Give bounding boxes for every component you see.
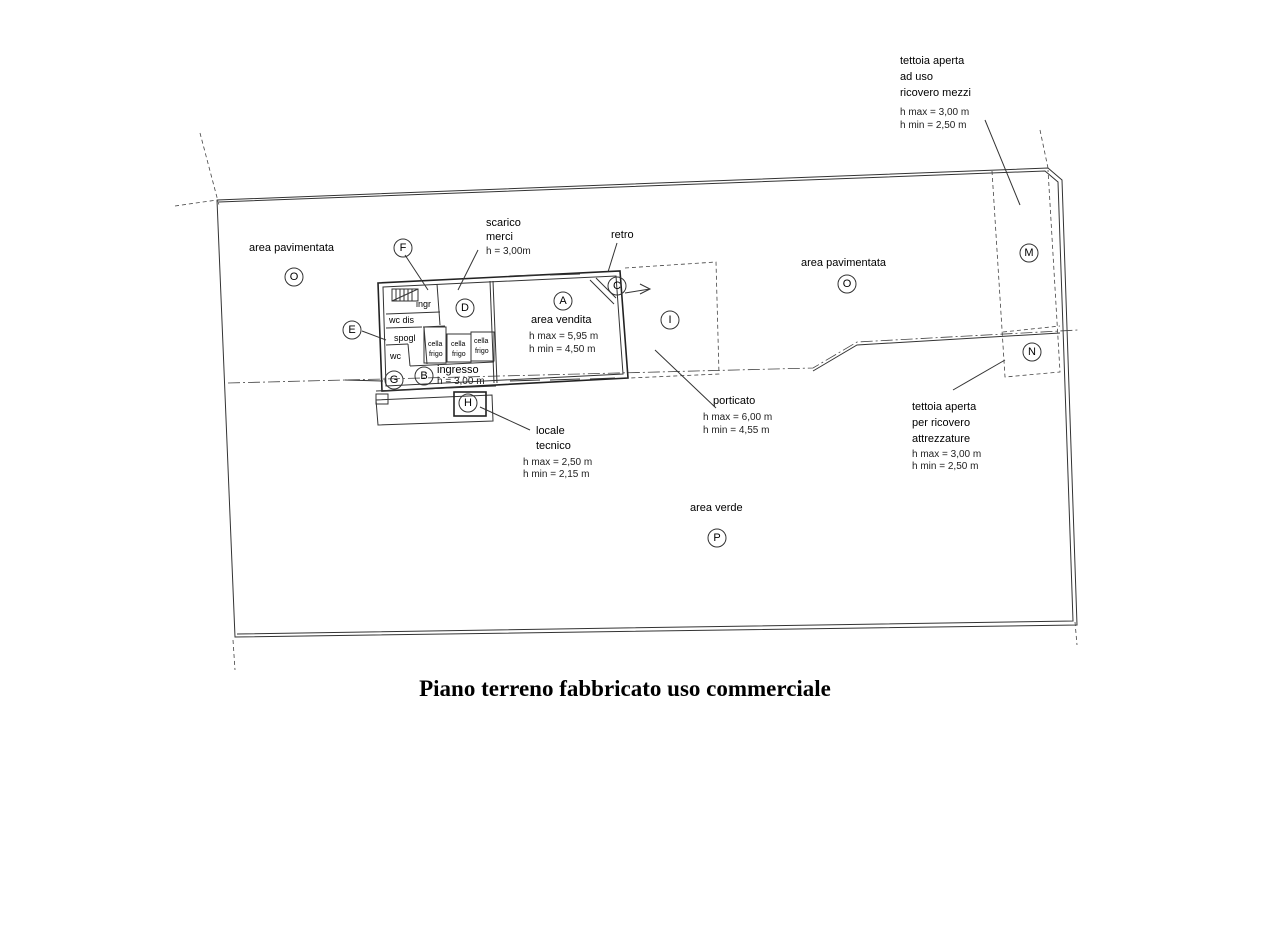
label-tettoia-m-2: ad uso	[900, 71, 933, 83]
label-area-verde: area verde	[690, 502, 743, 514]
svg-text:M: M	[1024, 247, 1033, 259]
label-cella-2: cella	[451, 341, 466, 348]
label-tecnico: tecnico	[536, 440, 571, 452]
label-merci: merci	[486, 231, 513, 243]
marker-N: N	[1022, 342, 1042, 362]
label-frigo-1: frigo	[429, 351, 443, 358]
label-area-pavimentata-left: area pavimentata	[249, 242, 335, 254]
svg-text:O: O	[843, 278, 852, 290]
label-locale: locale	[536, 425, 565, 437]
label-tettoia-m-hmax: h max = 3,00 m	[900, 107, 969, 118]
label-ingr: ingr	[416, 299, 431, 309]
svg-text:N: N	[1028, 346, 1036, 358]
leader-lines	[344, 242, 618, 382]
marker-P: P	[707, 528, 727, 548]
label-tettoia-n-hmax: h max = 3,00 m	[912, 449, 981, 460]
label-area-vendita: area vendita	[531, 314, 592, 326]
svg-text:F: F	[400, 242, 407, 254]
label-frigo-2: frigo	[452, 351, 466, 358]
marker-C: C	[607, 276, 627, 296]
label-scarico-h: h = 3,00m	[486, 246, 531, 257]
label-locale-hmin: h min = 2,15 m	[523, 469, 589, 480]
label-retro: retro	[611, 229, 634, 241]
locale-tecnico	[375, 391, 531, 431]
marker-D: D	[455, 298, 475, 318]
label-ingresso-h: h = 3,00 m	[437, 376, 485, 387]
label-wc-dis: wc dis	[388, 315, 415, 325]
marker-A: A	[553, 291, 573, 311]
label-locale-hmax: h max = 2,50 m	[523, 457, 592, 468]
marker-O-left: O	[284, 267, 304, 287]
marker-E: E	[342, 320, 362, 340]
svg-text:G: G	[390, 374, 399, 386]
marker-F: F	[393, 238, 413, 258]
plan-title: Piano terreno fabbricato uso commerciale	[419, 676, 831, 701]
label-cella-1: cella	[428, 341, 443, 348]
marker-H: H	[458, 393, 478, 413]
label-vendita-hmin: h min = 4,50 m	[529, 344, 595, 355]
svg-text:C: C	[613, 280, 621, 292]
marker-B: B	[414, 366, 434, 386]
label-porticato-hmax: h max = 6,00 m	[703, 412, 772, 423]
internal-dashdot-line	[227, 329, 1079, 384]
svg-text:P: P	[713, 532, 720, 544]
svg-text:D: D	[461, 302, 469, 314]
stair	[391, 288, 419, 302]
label-tettoia-m-1: tettoia aperta	[900, 55, 965, 67]
label-wc: wc	[389, 351, 401, 361]
label-tettoia-m-hmin: h min = 2,50 m	[900, 120, 966, 131]
label-area-pavimentata-right: area pavimentata	[801, 257, 887, 269]
tettoia-structures	[952, 119, 1061, 391]
label-ingresso: ingresso	[437, 364, 479, 376]
svg-text:B: B	[420, 370, 427, 382]
label-scarico: scarico	[486, 217, 521, 229]
property-boundary	[174, 129, 1078, 671]
marker-G: G	[384, 370, 404, 390]
marker-I: I	[660, 310, 680, 330]
svg-text:A: A	[559, 295, 567, 307]
label-porticato-hmin: h min = 4,55 m	[703, 425, 769, 436]
svg-text:I: I	[668, 314, 671, 326]
svg-text:O: O	[290, 271, 299, 283]
porticato-outline	[624, 261, 720, 409]
label-porticato: porticato	[713, 395, 755, 407]
label-spogl: spogl	[394, 333, 416, 343]
marker-O-right: O	[837, 274, 857, 294]
marker-M: M	[1019, 243, 1039, 263]
label-tettoia-n-1: tettoia aperta	[912, 401, 977, 413]
label-cella-3: cella	[474, 338, 489, 345]
label-tettoia-n-2: per ricovero	[912, 417, 970, 429]
label-tettoia-n-3: attrezzature	[912, 433, 970, 445]
label-vendita-hmax: h max = 5,95 m	[529, 331, 598, 342]
label-tettoia-n-hmin: h min = 2,50 m	[912, 461, 978, 472]
label-tettoia-m-3: ricovero mezzi	[900, 87, 971, 99]
building	[375, 270, 629, 405]
label-frigo-3: frigo	[475, 348, 489, 355]
svg-text:E: E	[348, 324, 355, 336]
svg-text:H: H	[464, 397, 472, 409]
